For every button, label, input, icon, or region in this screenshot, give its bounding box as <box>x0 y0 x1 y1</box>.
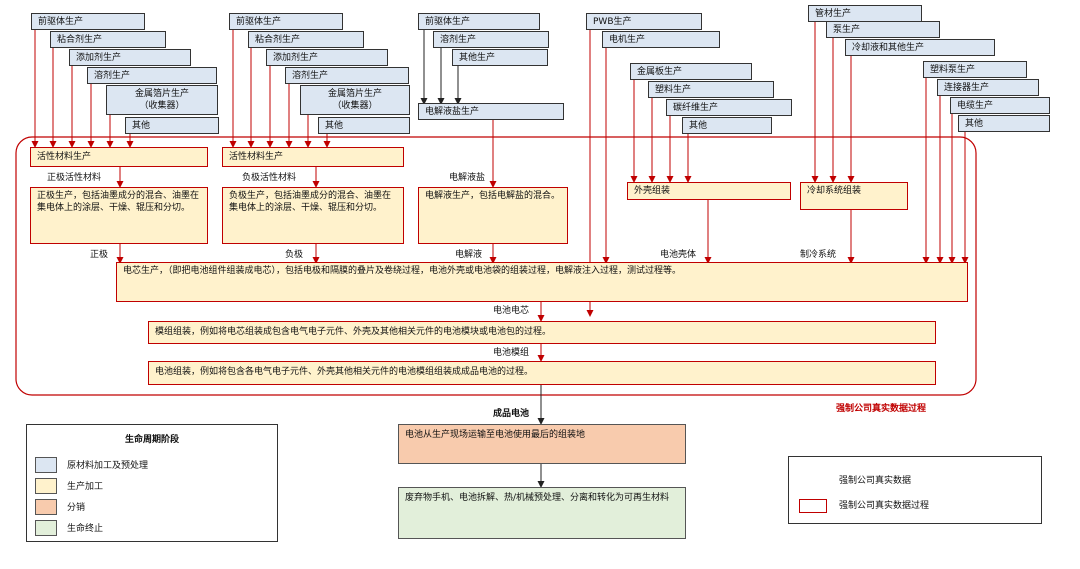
module-label: 电池模组 <box>493 348 530 358</box>
legend2-swatch-boundary <box>799 499 827 513</box>
cooling-system-label: 制冷系统 <box>800 250 837 260</box>
legend-swatch-prod <box>35 478 57 494</box>
legend-title: 生命周期阶段 <box>124 435 179 445</box>
electrolyte-label: 电解液 <box>455 250 483 260</box>
legend-label-raw: 原材料加工及预处理 <box>67 461 149 471</box>
precursor-production-1: 前驱体生产 <box>31 13 145 30</box>
cathode-production: 正极生产，包括油墨成分的混合、油墨在集电体上的涂层、干燥、辊压和分切。 <box>30 187 208 244</box>
metal-sheet-production: 金属板生产 <box>630 63 752 80</box>
legend-swatch-eol <box>35 520 57 536</box>
legend-label-eol: 生命终止 <box>67 524 104 534</box>
end-of-life: 废弃物手机、电池拆解、热/机械预处理、分离和转化为可再生材料 <box>398 487 686 539</box>
precursor-production-2: 前驱体生产 <box>229 13 343 30</box>
other-production-3: 其他生产 <box>452 49 548 66</box>
binder-production-2: 粘合剂生产 <box>248 31 364 48</box>
plastic-pump-production: 塑料泵生产 <box>923 61 1027 78</box>
cell-production: 电芯生产，（即把电池组件组装成电芯），包括电极和隔膜的叠片及卷绕过程，电池外壳或… <box>116 262 968 302</box>
pump-production: 泵生产 <box>826 21 940 38</box>
battery-casing-label: 电池壳体 <box>660 250 697 260</box>
solvent-production-1: 溶剂生产 <box>87 67 217 84</box>
legend2-label-arrow: 强制公司真实数据 <box>839 476 912 486</box>
legend-label-dist: 分销 <box>67 503 86 513</box>
motor-production: 电机生产 <box>602 31 720 48</box>
mandatory-boundary <box>15 136 977 396</box>
additive-production-2: 添加剂生产 <box>266 49 388 66</box>
binder-production-1: 粘合剂生产 <box>50 31 166 48</box>
solvent-production-2: 溶剂生产 <box>285 67 409 84</box>
cooling-system-assembly: 冷却系统组装 <box>800 182 908 210</box>
cathode-active-material-label: 正极活性材料 <box>47 173 102 183</box>
cable-production: 电缆生产 <box>950 97 1050 114</box>
other-4: 其他 <box>682 117 772 134</box>
data-legend: 强制公司真实数据 强制公司真实数据过程 <box>788 456 1042 524</box>
active-material-production-2: 活性材料生产 <box>222 147 404 167</box>
active-material-production-1: 活性材料生产 <box>30 147 208 167</box>
precursor-production-3: 前驱体生产 <box>418 13 540 30</box>
solvent-production-3: 溶剂生产 <box>433 31 549 48</box>
anode-active-material-label: 负极活性材料 <box>242 173 297 183</box>
tube-production: 管材生产 <box>808 5 922 22</box>
electrolyte-salt-production: 电解液盐生产 <box>418 103 564 120</box>
other-5: 其他 <box>958 115 1050 132</box>
carbon-fiber-production: 碳纤维生产 <box>666 99 792 116</box>
connector-production: 连接器生产 <box>937 79 1039 96</box>
finished-battery-label: 成品电池 <box>493 409 530 419</box>
metal-foil-production-2: 金属箔片生产 （收集器） <box>300 85 410 115</box>
metal-foil-production-1: 金属箔片生产 （收集器） <box>106 85 218 115</box>
coolant-production: 冷却液和其他生产 <box>845 39 995 56</box>
legend-swatch-raw <box>35 457 57 473</box>
plastic-production: 塑料生产 <box>648 81 774 98</box>
additive-production-1: 添加剂生产 <box>69 49 191 66</box>
other-2: 其他 <box>318 117 410 134</box>
cell-label: 电池电芯 <box>493 306 530 316</box>
lifecycle-legend: 生命周期阶段 原材料加工及预处理 生产加工 分销 生命终止 <box>26 424 278 542</box>
distribution: 电池从生产现场运输至电池使用最后的组装地 <box>398 424 686 464</box>
legend2-label-boundary: 强制公司真实数据过程 <box>839 501 930 511</box>
legend-swatch-dist <box>35 499 57 515</box>
legend-label-prod: 生产加工 <box>67 482 104 492</box>
anode-production: 负极生产，包括油墨成分的混合、油墨在集电体上的涂层、干燥、辊压和分切。 <box>222 187 404 244</box>
electrolyte-production: 电解液生产，包括电解盐的混合。 <box>418 187 568 244</box>
casing-assembly: 外壳组装 <box>627 182 791 200</box>
cathode-label: 正极 <box>90 250 109 260</box>
pwb-production: PWB生产 <box>586 13 702 30</box>
mandatory-process-label: 强制公司真实数据过程 <box>836 404 927 414</box>
electrolyte-salt-label: 电解液盐 <box>449 173 486 183</box>
module-assembly: 模组组装，例如将电芯组装成包含电气电子元件、外壳及其他相关元件的电池模块或电池包… <box>148 321 936 344</box>
other-1: 其他 <box>125 117 219 134</box>
pack-assembly: 电池组装，例如将包含各电气电子元件、外壳其他相关元件的电池模组组装成成品电池的过… <box>148 361 936 385</box>
anode-label: 负极 <box>285 250 304 260</box>
